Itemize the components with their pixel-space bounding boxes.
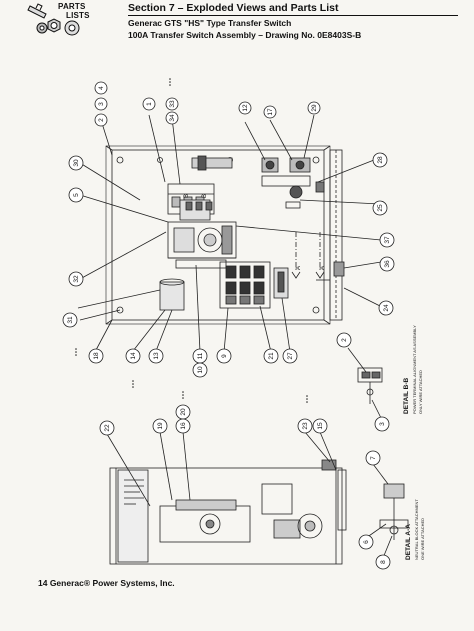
callout-34 (165, 111, 179, 125)
callout-14 (125, 348, 141, 364)
callout-label: 11 (197, 352, 204, 359)
callout-label: 19 (157, 422, 164, 430)
callout-label: 2 (98, 118, 105, 122)
callout-label: 1 (146, 102, 153, 106)
callout-12 (238, 101, 252, 115)
callout-label: 17 (267, 108, 274, 116)
callout-label: 12 (242, 104, 249, 112)
callout-label: 7 (370, 456, 377, 460)
callout-label: 27 (287, 352, 294, 360)
callout-label: 31 (67, 316, 74, 324)
lists-label: LISTS (66, 11, 90, 20)
callout-label: 3 (379, 422, 386, 426)
callout-37 (379, 232, 395, 248)
callout-label: 28 (377, 156, 384, 164)
callout-21 (263, 348, 279, 364)
section-mark-a-left: A (296, 266, 302, 270)
detail-aa-note2: ONE WIRE ATTACHED (420, 518, 425, 560)
section-title: Section 7 – Exploded Views and Parts Lis… (128, 2, 339, 14)
callout-label: 3 (98, 102, 105, 106)
callout-label: 32 (73, 275, 80, 283)
detail-bb-note1: POWER TERMINAL ALIGNMENT AS ASSEMBLY (412, 325, 417, 414)
callout-24 (378, 300, 394, 316)
callout-label: 4 (98, 86, 105, 90)
callout-label: 14 (130, 352, 137, 360)
callout-1 (142, 97, 156, 111)
callout-detail-3 (374, 416, 390, 432)
callout-28 (372, 152, 388, 168)
callout-29 (307, 101, 321, 115)
callout-label: 8 (380, 560, 387, 564)
callout-label: 15 (317, 422, 324, 430)
page-footer: 14 Generac® Power Systems, Inc. (38, 578, 175, 588)
section-mark-b-right: B (202, 194, 208, 198)
enclosure-front-panel (111, 149, 325, 321)
callout-label: 6 (363, 540, 370, 544)
callout-label: 36 (384, 260, 391, 268)
callout-detail-6 (358, 534, 374, 550)
callout-36 (379, 256, 395, 272)
callout-22 (99, 420, 115, 436)
callout-label: 29 (311, 104, 318, 112)
callout-9 (216, 348, 232, 364)
callout-2 (94, 113, 108, 127)
callout-label: 25 (377, 204, 384, 212)
callout-label: 16 (180, 422, 187, 430)
callout-label: 18 (93, 352, 100, 360)
callout-detail-7 (365, 450, 381, 466)
callout-3 (94, 97, 108, 111)
page-header: PARTS LISTS Section 7 – Exploded Views a… (18, 0, 458, 42)
callout-16 (175, 418, 191, 434)
callout-label: 5 (73, 193, 80, 197)
callout-label: 24 (383, 304, 390, 312)
parts-label: PARTS (58, 2, 86, 11)
callout-5 (68, 187, 84, 203)
callout-23 (297, 418, 313, 434)
callout-detail-8 (375, 554, 391, 570)
callout-label: 21 (268, 352, 275, 360)
detail-bb-title: DETAIL B-B (403, 377, 410, 414)
callout-label: 33 (169, 100, 176, 108)
callout-19 (152, 418, 168, 434)
subtitle: Generac GTS "HS" Type Transfer Switch (128, 18, 292, 28)
detail-bb-note2: ONLY WIRE ATTACHED (418, 370, 423, 414)
callout-label: 30 (73, 159, 80, 167)
callout-label: 23 (302, 422, 309, 430)
callout-27 (282, 348, 298, 364)
callout-25 (372, 200, 388, 216)
callout-13 (148, 348, 164, 364)
callout-label: 22 (104, 424, 111, 432)
parts-lists-icon (27, 3, 80, 36)
callout-30 (68, 155, 84, 171)
callout-31 (62, 312, 78, 328)
section-mark-a-right: A (320, 266, 326, 270)
detail-aa-title: DETAIL A-A (405, 524, 412, 560)
drawing-title: 100A Transfer Switch Assembly – Drawing … (128, 30, 362, 40)
callout-detail-2 (336, 332, 352, 348)
callout-15 (312, 418, 328, 434)
detail-aa-note1: NEUTRAL BLOCK ATTACHMENT (414, 499, 419, 560)
callout-label: 13 (153, 352, 160, 360)
callout-10 (192, 362, 208, 378)
callout-18 (88, 348, 104, 364)
callout-label: 20 (180, 408, 187, 416)
callout-label: 10 (197, 366, 204, 374)
header-rule (128, 15, 458, 16)
callout-17 (263, 105, 277, 119)
callout-32 (68, 271, 84, 287)
callout-label: 37 (384, 236, 391, 244)
callout-label: 34 (169, 114, 176, 122)
section-mark-b-left: B (184, 194, 190, 198)
enclosure-side-view (109, 467, 343, 565)
callout-33 (165, 97, 179, 111)
callout-label: 9 (221, 354, 228, 358)
callout-4 (94, 81, 108, 95)
callout-label: 2 (341, 338, 348, 342)
